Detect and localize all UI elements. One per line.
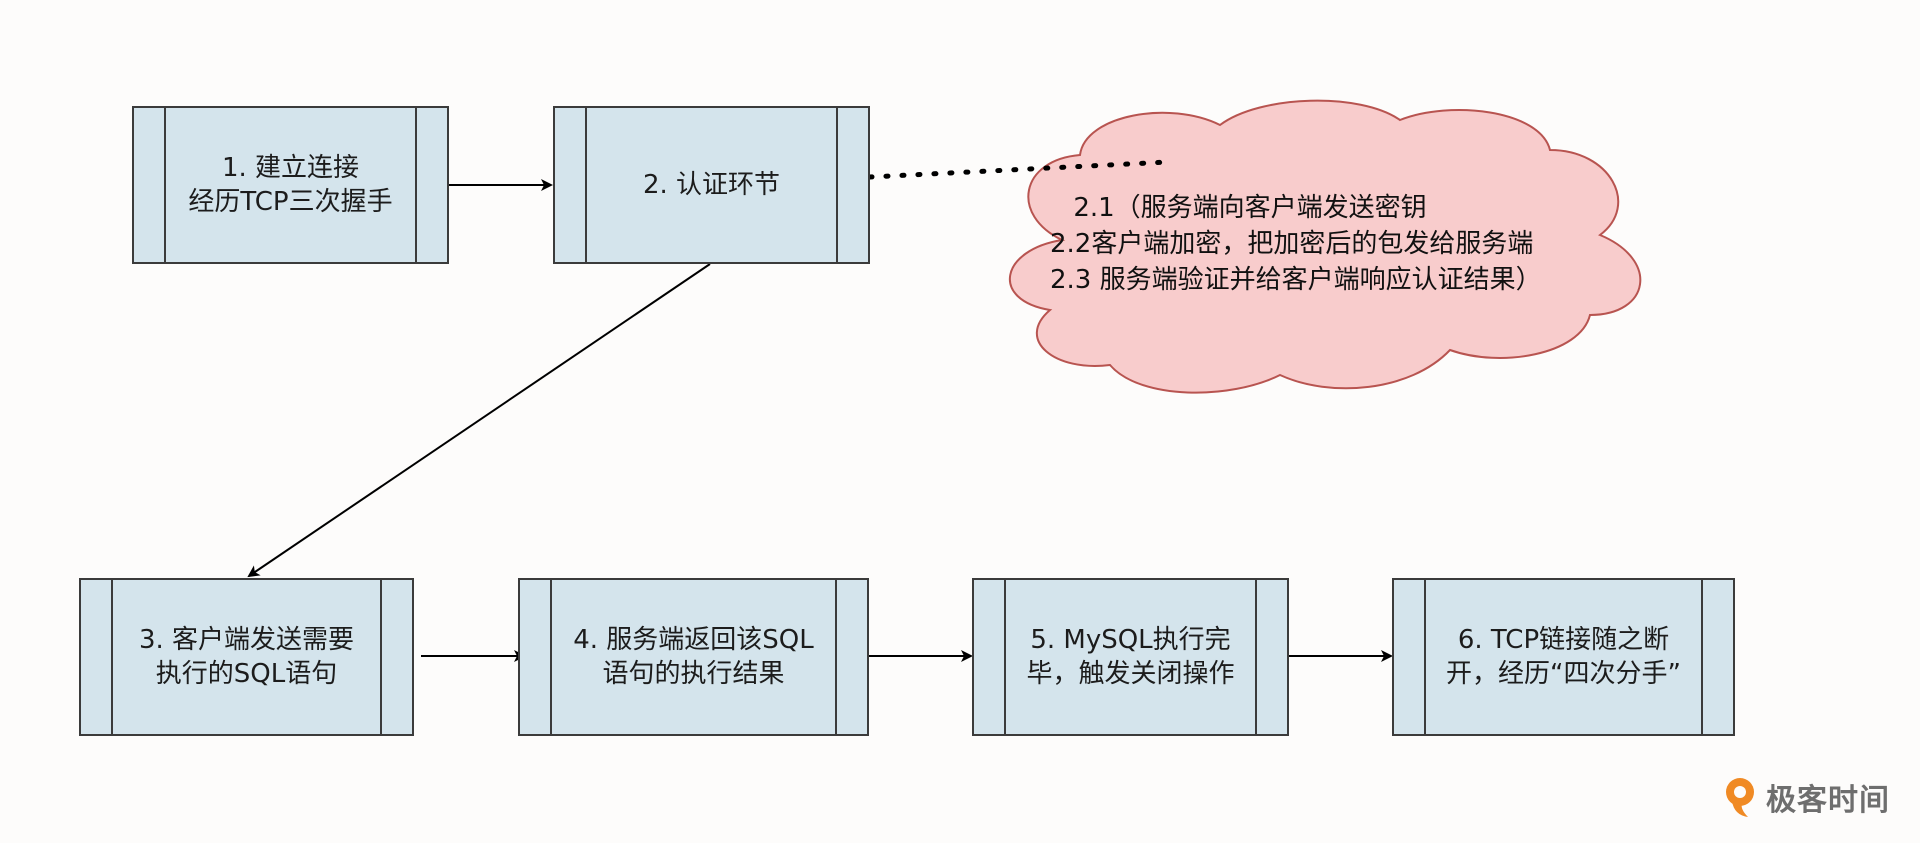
brand-logo-icon — [1726, 778, 1754, 817]
step-1-label: 1. 建立连接 经历TCP三次握手 — [150, 151, 430, 219]
step-3-line-2: 执行的SQL语句 — [155, 659, 338, 689]
step-2-label: 2. 认证环节 — [605, 168, 818, 202]
step-5-line-1: 5. MySQL执行完 — [1030, 625, 1231, 655]
cloud-line-2: 2.2客户端加密，把加密后的包发给服务端 — [1050, 229, 1534, 259]
cloud-line-3: 2.3 服务端验证并给客户端响应认证结果） — [1050, 265, 1542, 295]
step-3-box: 3. 客户端发送需要 执行的SQL语句 — [79, 578, 414, 736]
brand-name: 极客时间 — [1766, 783, 1890, 818]
cloud-shape — [1009, 99, 1642, 394]
dotted-connector-box2-cloud — [867, 159, 1171, 180]
step-6-label: 6. TCP链接随之断 开，经历“四次分手” — [1408, 623, 1719, 691]
cloud-line-1: 2.1（服务端向客户端发送密钥 — [1073, 193, 1427, 223]
step-6-line-2: 开，经历“四次分手” — [1446, 659, 1681, 689]
brand-watermark: 极客时间 — [1722, 775, 1890, 819]
step-1-line-2: 经历TCP三次握手 — [188, 187, 393, 217]
step-3-label: 3. 客户端发送需要 执行的SQL语句 — [101, 623, 392, 691]
step-4-label: 4. 服务端返回该SQL 语句的执行结果 — [535, 623, 852, 691]
step-5-box: 5. MySQL执行完 毕，触发关闭操作 — [972, 578, 1289, 736]
step-2-line-1: 2. 认证环节 — [642, 170, 781, 200]
step-1-box: 1. 建立连接 经历TCP三次握手 — [132, 106, 449, 264]
step-5-label: 5. MySQL执行完 毕，触发关闭操作 — [988, 623, 1272, 691]
step-4-line-1: 4. 服务端返回该SQL — [573, 625, 814, 655]
step-6-line-1: 6. TCP链接随之断 — [1457, 625, 1670, 655]
step-4-line-2: 语句的执行结果 — [602, 659, 785, 689]
step-4-box: 4. 服务端返回该SQL 语句的执行结果 — [518, 578, 869, 736]
step-5-line-2: 毕，触发关闭操作 — [1026, 659, 1235, 689]
arrow-box2-to-box3 — [247, 263, 711, 578]
cloud-label: 2.1（服务端向客户端发送密钥 2.2客户端加密，把加密后的包发给服务端 2.3… — [1050, 190, 1542, 298]
step-3-line-1: 3. 客户端发送需要 — [138, 625, 355, 655]
step-2-box: 2. 认证环节 — [553, 106, 870, 264]
step-1-line-1: 1. 建立连接 — [221, 153, 360, 183]
step-6-box: 6. TCP链接随之断 开，经历“四次分手” — [1392, 578, 1735, 736]
